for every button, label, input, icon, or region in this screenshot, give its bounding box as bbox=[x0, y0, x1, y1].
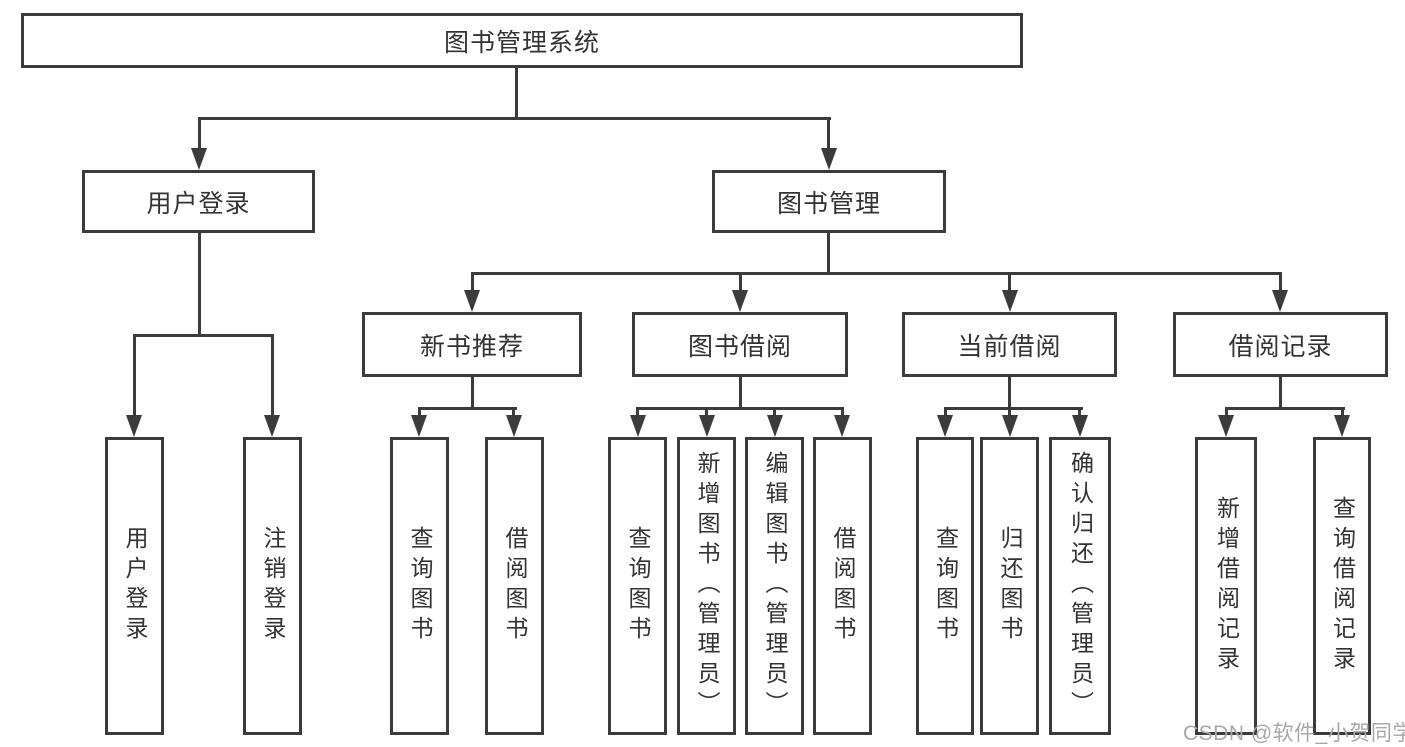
node-leaf-borrow-books-recommend: 借阅图书 bbox=[485, 437, 544, 735]
arrowhead-icon bbox=[630, 415, 646, 437]
node-leaf-return-books: 归还图书 bbox=[980, 437, 1039, 735]
connector-line bbox=[1008, 407, 1011, 417]
connector-line bbox=[636, 407, 639, 417]
arrowhead-icon bbox=[699, 415, 715, 437]
arrowhead-icon bbox=[191, 148, 207, 170]
connector-line bbox=[1279, 376, 1282, 410]
connector-line bbox=[515, 66, 518, 118]
leaf-label: 查询图书 bbox=[407, 526, 433, 646]
node-leaf-user-login: 用户登录 bbox=[105, 437, 164, 735]
connector-line bbox=[418, 407, 421, 417]
connector-line bbox=[705, 407, 708, 417]
connector-line bbox=[1078, 407, 1081, 417]
csdn-watermark: CSDN @软件_小贺同学 bbox=[1183, 722, 1405, 745]
leaf-label: 归还图书 bbox=[997, 526, 1023, 646]
arrowhead-icon bbox=[264, 415, 280, 437]
node-user-login: 用户登录 bbox=[82, 170, 315, 233]
connector-line bbox=[739, 376, 742, 410]
connector-line bbox=[198, 117, 201, 150]
arrowhead-icon bbox=[506, 415, 522, 437]
connector-line bbox=[1225, 407, 1345, 410]
arrowhead-icon bbox=[732, 290, 748, 312]
connector-line bbox=[133, 334, 274, 337]
connector-line bbox=[471, 376, 474, 410]
arrowhead-icon bbox=[834, 415, 850, 437]
connector-line bbox=[471, 272, 1282, 275]
arrowhead-icon bbox=[937, 415, 953, 437]
arrowhead-icon bbox=[464, 290, 480, 312]
node-current-borrow: 当前借阅 bbox=[902, 312, 1117, 377]
arrowhead-icon bbox=[1272, 290, 1288, 312]
connector-line bbox=[827, 233, 830, 275]
arrowhead-icon bbox=[1002, 415, 1018, 437]
node-leaf-query-books-recommend: 查询图书 bbox=[390, 437, 449, 735]
node-leaf-add-borrow-record: 新增借阅记录 bbox=[1195, 437, 1257, 735]
arrowhead-icon bbox=[1334, 415, 1350, 437]
arrowhead-icon bbox=[821, 148, 837, 170]
leaf-label: 借阅图书 bbox=[502, 526, 528, 646]
node-leaf-add-books-admin: 新增图书（管理员） bbox=[677, 437, 736, 735]
node-leaf-edit-books-admin: 编辑图书（管理员） bbox=[745, 437, 804, 735]
connector-line bbox=[944, 407, 1083, 410]
connector-line bbox=[841, 407, 844, 417]
node-new-book-recommend: 新书推荐 bbox=[362, 312, 582, 377]
connector-line bbox=[471, 272, 474, 292]
leaf-label: 查询借阅记录 bbox=[1329, 496, 1356, 676]
connector-line bbox=[827, 117, 830, 150]
arrowhead-icon bbox=[1072, 415, 1088, 437]
node-book-management: 图书管理 bbox=[712, 170, 946, 233]
leaf-label: 确认归还（管理员） bbox=[1067, 451, 1094, 721]
arrowhead-icon bbox=[126, 415, 142, 437]
leaf-label: 编辑图书（管理员） bbox=[762, 451, 788, 721]
connector-line bbox=[1341, 407, 1344, 417]
node-leaf-query-books-current: 查询图书 bbox=[916, 437, 974, 735]
arrowhead-icon bbox=[1218, 415, 1234, 437]
node-leaf-logout: 注销登录 bbox=[243, 437, 302, 735]
leaf-label: 查询图书 bbox=[625, 526, 651, 646]
connector-line bbox=[1279, 272, 1282, 292]
leaf-label: 注销登录 bbox=[260, 526, 286, 646]
node-borrow-records: 借阅记录 bbox=[1173, 312, 1388, 377]
node-leaf-query-borrow-record: 查询借阅记录 bbox=[1313, 437, 1371, 735]
leaf-label: 新增图书（管理员） bbox=[694, 451, 720, 721]
connector-line bbox=[739, 272, 742, 292]
connector-line bbox=[1008, 272, 1011, 292]
arrowhead-icon bbox=[767, 415, 783, 437]
leaf-label: 查询图书 bbox=[932, 526, 959, 646]
leaf-label: 新增借阅记录 bbox=[1213, 496, 1240, 676]
connector-line bbox=[1225, 407, 1228, 417]
connector-line bbox=[418, 407, 517, 410]
node-leaf-query-books-borrow: 查询图书 bbox=[608, 437, 667, 735]
leaf-label: 借阅图书 bbox=[830, 526, 856, 646]
connector-line bbox=[944, 407, 947, 417]
connector-line bbox=[636, 407, 844, 410]
arrowhead-icon bbox=[411, 415, 427, 437]
connector-line bbox=[271, 334, 274, 417]
connector-line bbox=[512, 407, 515, 417]
node-leaf-confirm-return-admin: 确认归还（管理员） bbox=[1049, 437, 1111, 735]
node-library-system: 图书管理系统 bbox=[21, 13, 1023, 68]
connector-line bbox=[133, 334, 136, 417]
connector-line bbox=[198, 233, 201, 335]
node-leaf-borrow-books: 借阅图书 bbox=[813, 437, 872, 735]
connector-line bbox=[1008, 376, 1011, 410]
connector-line bbox=[773, 407, 776, 417]
arrowhead-icon bbox=[1002, 290, 1018, 312]
leaf-label: 用户登录 bbox=[122, 526, 148, 646]
connector-line bbox=[198, 117, 831, 120]
node-book-borrow: 图书借阅 bbox=[632, 312, 848, 377]
